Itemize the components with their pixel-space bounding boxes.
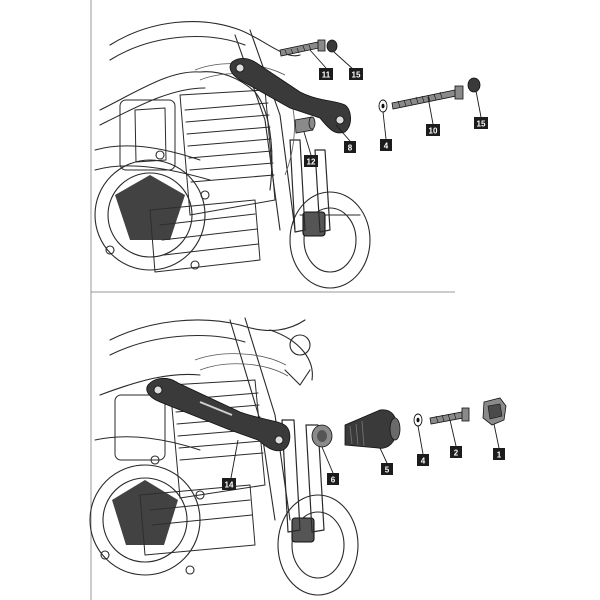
top-front-wheel — [289, 191, 371, 289]
callout-10: 10 — [426, 124, 440, 136]
bottom-cables — [194, 353, 289, 377]
bottom-leader-lines — [230, 419, 500, 479]
top-fork-leg — [289, 139, 331, 233]
callout-15-upper: 15 — [349, 68, 363, 80]
bottom-washer-4 — [413, 413, 423, 427]
callout-11: 11 — [319, 68, 333, 80]
top-leader-lines — [303, 49, 482, 156]
svg-text:8: 8 — [348, 144, 353, 153]
svg-text:1: 1 — [497, 451, 502, 460]
bottom-front-wheel — [277, 494, 359, 596]
bottom-mounting-bracket — [146, 377, 291, 452]
svg-text:15: 15 — [477, 120, 486, 129]
svg-text:4: 4 — [421, 457, 426, 466]
svg-text:4: 4 — [384, 142, 389, 151]
top-washer-4 — [378, 99, 388, 113]
top-cap-15-lower — [467, 77, 481, 93]
panel-frame — [90, 0, 455, 600]
top-engine-block — [94, 89, 276, 273]
top-mounting-bracket — [229, 58, 352, 134]
svg-text:12: 12 — [307, 158, 316, 167]
bottom-slider-5 — [344, 409, 401, 449]
bottom-panel-illustration — [89, 317, 507, 596]
bottom-fork-leg — [281, 419, 325, 533]
top-engine-cover — [94, 150, 210, 271]
bottom-bolt-2 — [429, 407, 470, 425]
bottom-spacer-6 — [311, 424, 333, 448]
callout-1: 1 — [493, 448, 505, 460]
callout-8: 8 — [344, 141, 356, 153]
svg-text:14: 14 — [225, 481, 234, 490]
callout-15-lower: 15 — [474, 117, 488, 129]
bottom-engine-cover — [89, 455, 205, 576]
callout-12: 12 — [304, 155, 318, 167]
top-panel-illustration — [94, 21, 481, 289]
top-spacer-12 — [294, 116, 316, 134]
top-bolt-11 — [279, 39, 326, 57]
bottom-end-cap-1 — [482, 397, 507, 426]
top-cap-15-upper — [326, 39, 338, 53]
top-long-bolt-10 — [391, 85, 464, 110]
callout-4-bottom: 4 — [417, 454, 429, 466]
callout-14: 14 — [222, 478, 236, 490]
callout-2: 2 — [450, 446, 462, 458]
callout-6: 6 — [327, 473, 339, 485]
svg-text:10: 10 — [429, 127, 438, 136]
svg-text:15: 15 — [352, 71, 361, 80]
svg-text:11: 11 — [322, 71, 331, 80]
svg-text:6: 6 — [331, 476, 336, 485]
callout-4-top: 4 — [380, 139, 392, 151]
svg-text:5: 5 — [385, 466, 390, 475]
svg-text:2: 2 — [454, 449, 459, 458]
callout-5: 5 — [381, 463, 393, 475]
